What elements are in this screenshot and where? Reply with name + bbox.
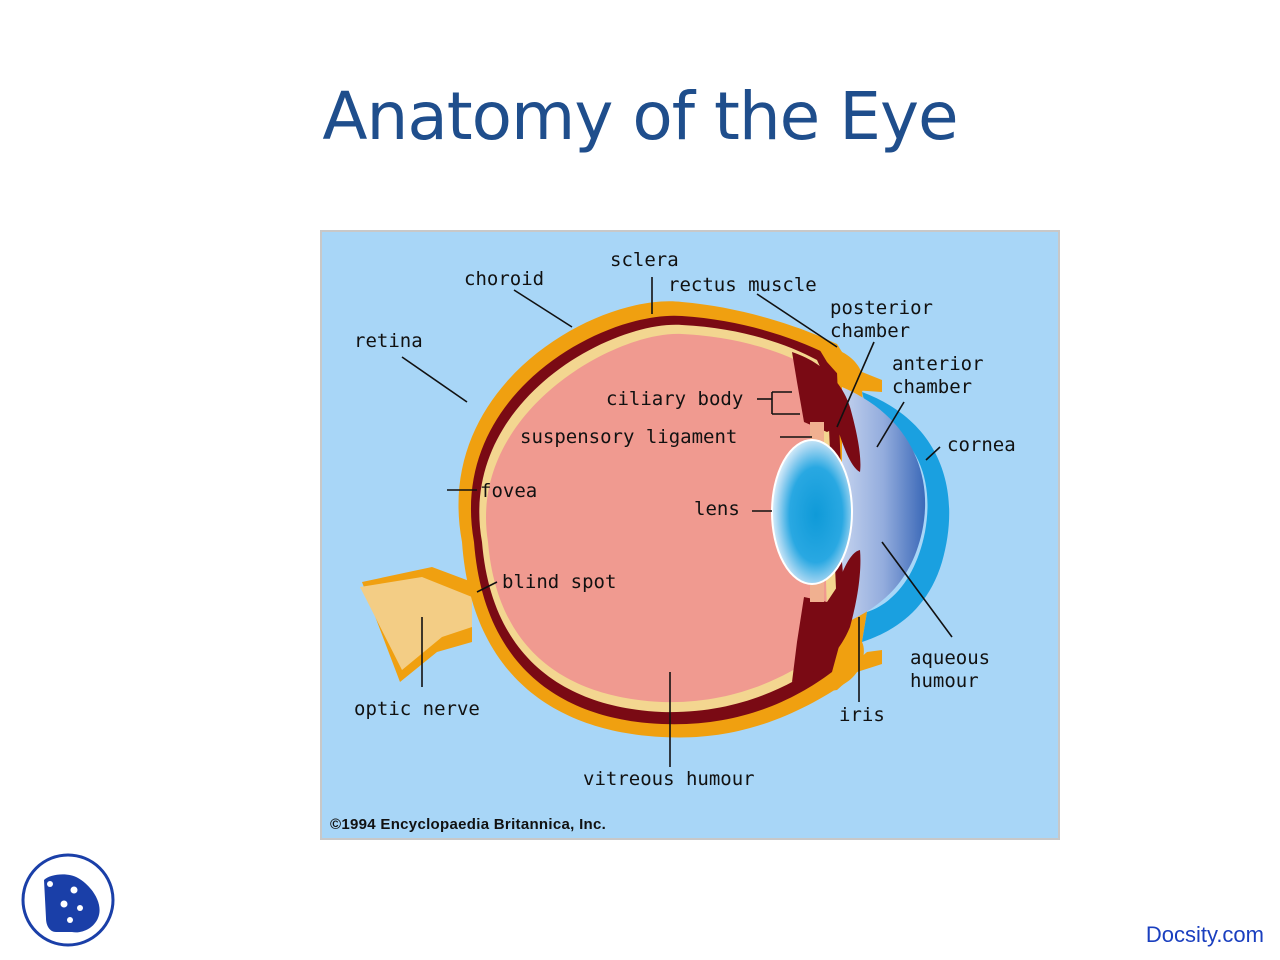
label-ciliary-body: ciliary body (606, 388, 744, 410)
label-anterior-chamber: chamber (892, 376, 973, 398)
docsity-logo-icon (21, 853, 115, 947)
vitreous-body (486, 333, 827, 703)
label-iris: iris (839, 704, 885, 726)
docsity-link[interactable]: Docsity.com (1145, 922, 1264, 947)
label-lens: lens (694, 498, 740, 520)
suspensory-ligament-top (810, 422, 824, 444)
label-anterior: anterior (892, 353, 984, 375)
ciliary-body-top (792, 352, 861, 472)
label-aqueous-humour: humour (910, 670, 979, 692)
ciliary-body-bottom (792, 550, 861, 682)
label-sclera: sclera (610, 249, 679, 271)
lens-shape (771, 439, 853, 585)
label-optic-nerve: optic nerve (354, 698, 480, 720)
eye-diagram-panel: sclera choroid rectus muscle posterior c… (320, 230, 1060, 840)
label-vitreous-humour: vitreous humour (583, 768, 755, 790)
aqueous-humour (842, 387, 926, 622)
label-aqueous: aqueous (910, 647, 991, 669)
copyright-notice: ©1994 Encyclopaedia Britannica, Inc. (330, 816, 607, 833)
rectus-muscle-top (812, 337, 882, 392)
label-cornea: cornea (947, 434, 1016, 456)
label-rectus-muscle: rectus muscle (668, 274, 817, 296)
label-retina: retina (354, 330, 423, 352)
slide-title: Anatomy of the Eye (322, 78, 958, 155)
rectus-muscle-bottom (822, 650, 882, 692)
label-fovea: fovea (480, 480, 538, 502)
label-posterior-chamber: chamber (830, 320, 911, 342)
optic-nerve (360, 577, 472, 670)
label-posterior: posterior (830, 297, 933, 319)
cornea (862, 392, 950, 642)
label-blind-spot: blind spot (502, 571, 617, 593)
label-suspensory-ligament: suspensory ligament (520, 426, 738, 448)
label-choroid: choroid (464, 268, 545, 290)
suspensory-ligament-bottom (810, 580, 824, 602)
eye-diagram (360, 277, 953, 767)
